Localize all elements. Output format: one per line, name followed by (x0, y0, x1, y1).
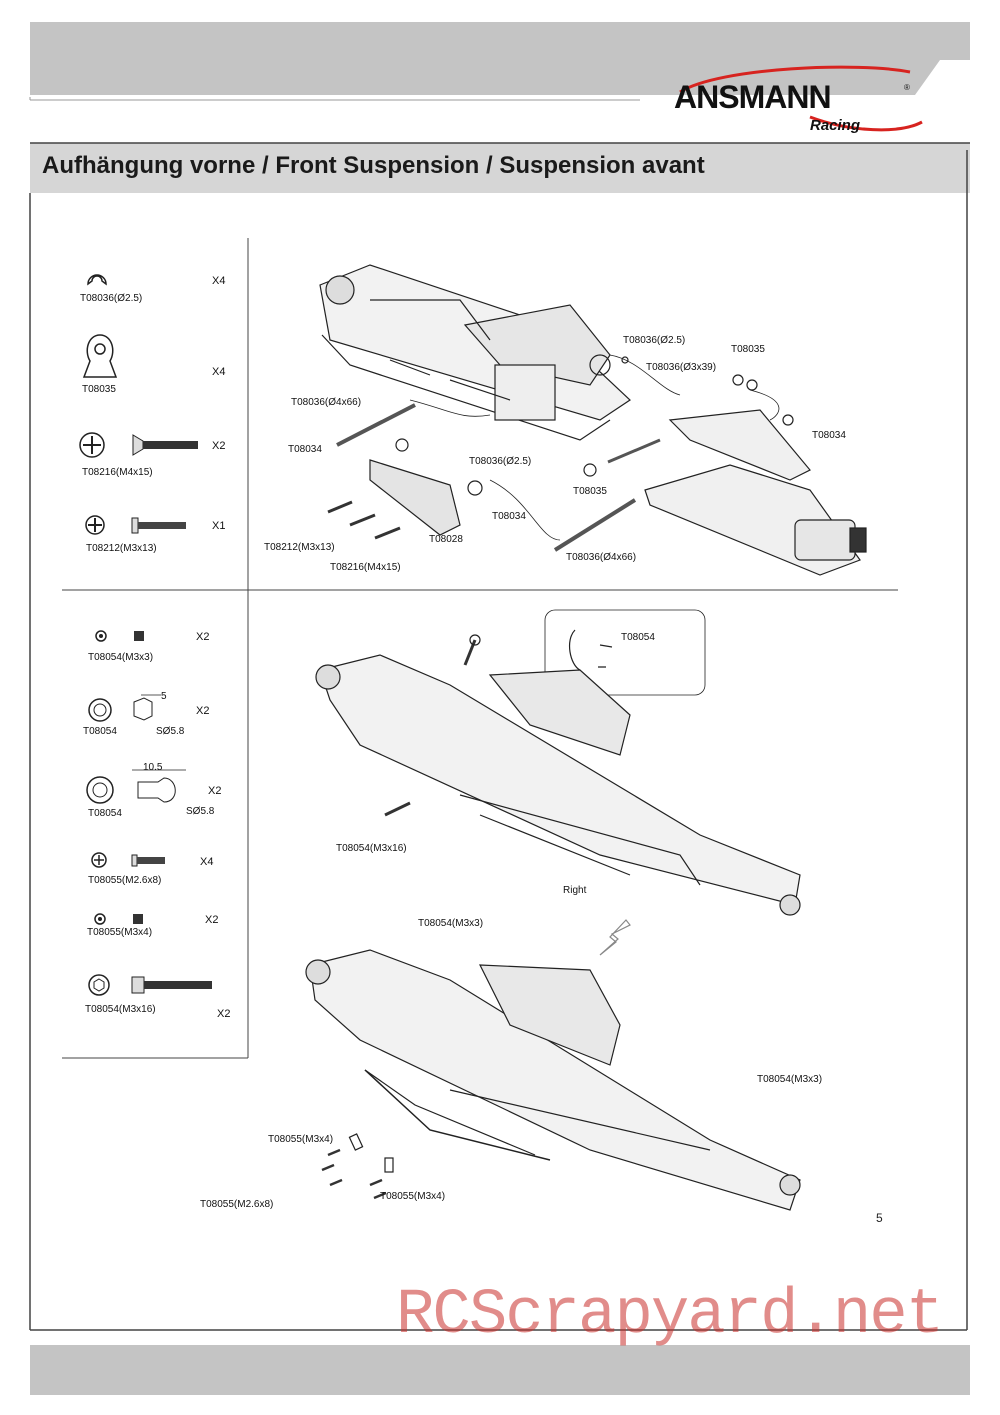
part-code: T08055(M2.6x8) (88, 875, 162, 886)
svg-text:Racing: Racing (810, 117, 860, 134)
chassis-diagram-upper (315, 609, 801, 916)
part-qty: X2 (196, 705, 210, 717)
self-tapping-screw-icon (91, 852, 165, 868)
dimension-label: 10.5 (143, 762, 163, 773)
e-clip-icon (87, 274, 107, 286)
part-qty: X2 (208, 785, 222, 797)
callout-label: T08055(M3x4) (380, 1191, 446, 1202)
callout-label: T08028 (429, 534, 463, 545)
callout-label: T08212(M3x13) (264, 542, 335, 553)
callout-label: T08054(M3x3) (418, 918, 484, 929)
brand-logo: ANSMANN Racing ® (660, 62, 930, 142)
callout-label: T08054(M3x16) (336, 843, 407, 854)
callout-label: T08216(M4x15) (330, 562, 401, 573)
callout-label: T08034 (812, 430, 846, 441)
callout-label: T08055(M2.6x8) (200, 1199, 274, 1210)
part-code: T08212(M3x13) (86, 543, 157, 554)
callout-label: T08054 (621, 632, 655, 643)
page-number: 5 (876, 1211, 883, 1225)
part-qty: X2 (212, 440, 226, 452)
watermark-text: RCScrapyard.net (396, 1280, 944, 1352)
set-screw-icon (94, 913, 143, 925)
part-code: T08054 (83, 726, 117, 737)
callout-label: T08036(Ø4x66) (291, 397, 362, 408)
part-code: T08055(M3x4) (87, 927, 153, 938)
part-code: T08036(Ø2.5) (80, 293, 143, 304)
callout-label: Right (563, 885, 587, 896)
part-qty: X2 (196, 631, 210, 643)
callout-label: T08034 (492, 511, 526, 522)
part-qty: X1 (212, 520, 226, 532)
part-code: T08054(M3x16) (85, 1004, 156, 1015)
cap-screw-icon (88, 974, 212, 996)
shim-clip-icon (82, 334, 118, 378)
callout-label: T08054(M3x3) (757, 1074, 823, 1085)
part-qty: X2 (205, 914, 219, 926)
part-code: T08054 (88, 808, 122, 819)
chassis-diagram-lower (305, 949, 801, 1211)
page-title: Aufhängung vorne / Front Suspension / Su… (42, 152, 705, 179)
part-qty: X2 (217, 1008, 231, 1020)
direction-arrow-icon (599, 919, 631, 956)
svg-text:ANSMANN: ANSMANN (674, 79, 831, 115)
dimension-label: SØ5.8 (186, 806, 215, 817)
part-qty: X4 (212, 366, 226, 378)
dimension-label: 5 (161, 691, 167, 702)
part-code: T08035 (82, 384, 116, 395)
header-frame (29, 22, 970, 193)
callout-label: T08035 (731, 344, 765, 355)
callout-label: T08036(Ø2.5) (469, 456, 532, 467)
callout-label: T08034 (288, 444, 322, 455)
part-code: T08054(M3x3) (88, 652, 154, 663)
dimension-label: SØ5.8 (156, 726, 185, 737)
callout-label: T08035 (573, 486, 607, 497)
ball-stud-short-icon (88, 694, 161, 722)
part-qty: X4 (200, 856, 214, 868)
self-tapping-screw-icon (85, 515, 186, 535)
callout-label: T08036(Ø2.5) (623, 335, 686, 346)
part-code: T08216(M4x15) (82, 467, 153, 478)
front-suspension-exploded-diagram (319, 264, 867, 576)
set-screw-icon (95, 630, 144, 642)
callout-label: T08036(Ø3x39) (646, 362, 717, 373)
part-qty: X4 (212, 275, 226, 287)
callout-label: T08036(Ø4x66) (566, 552, 637, 563)
callout-label: T08055(M3x4) (268, 1134, 334, 1145)
ball-stud-long-icon (86, 769, 186, 804)
flat-head-screw-icon (79, 432, 198, 458)
svg-text:®: ® (904, 83, 910, 92)
